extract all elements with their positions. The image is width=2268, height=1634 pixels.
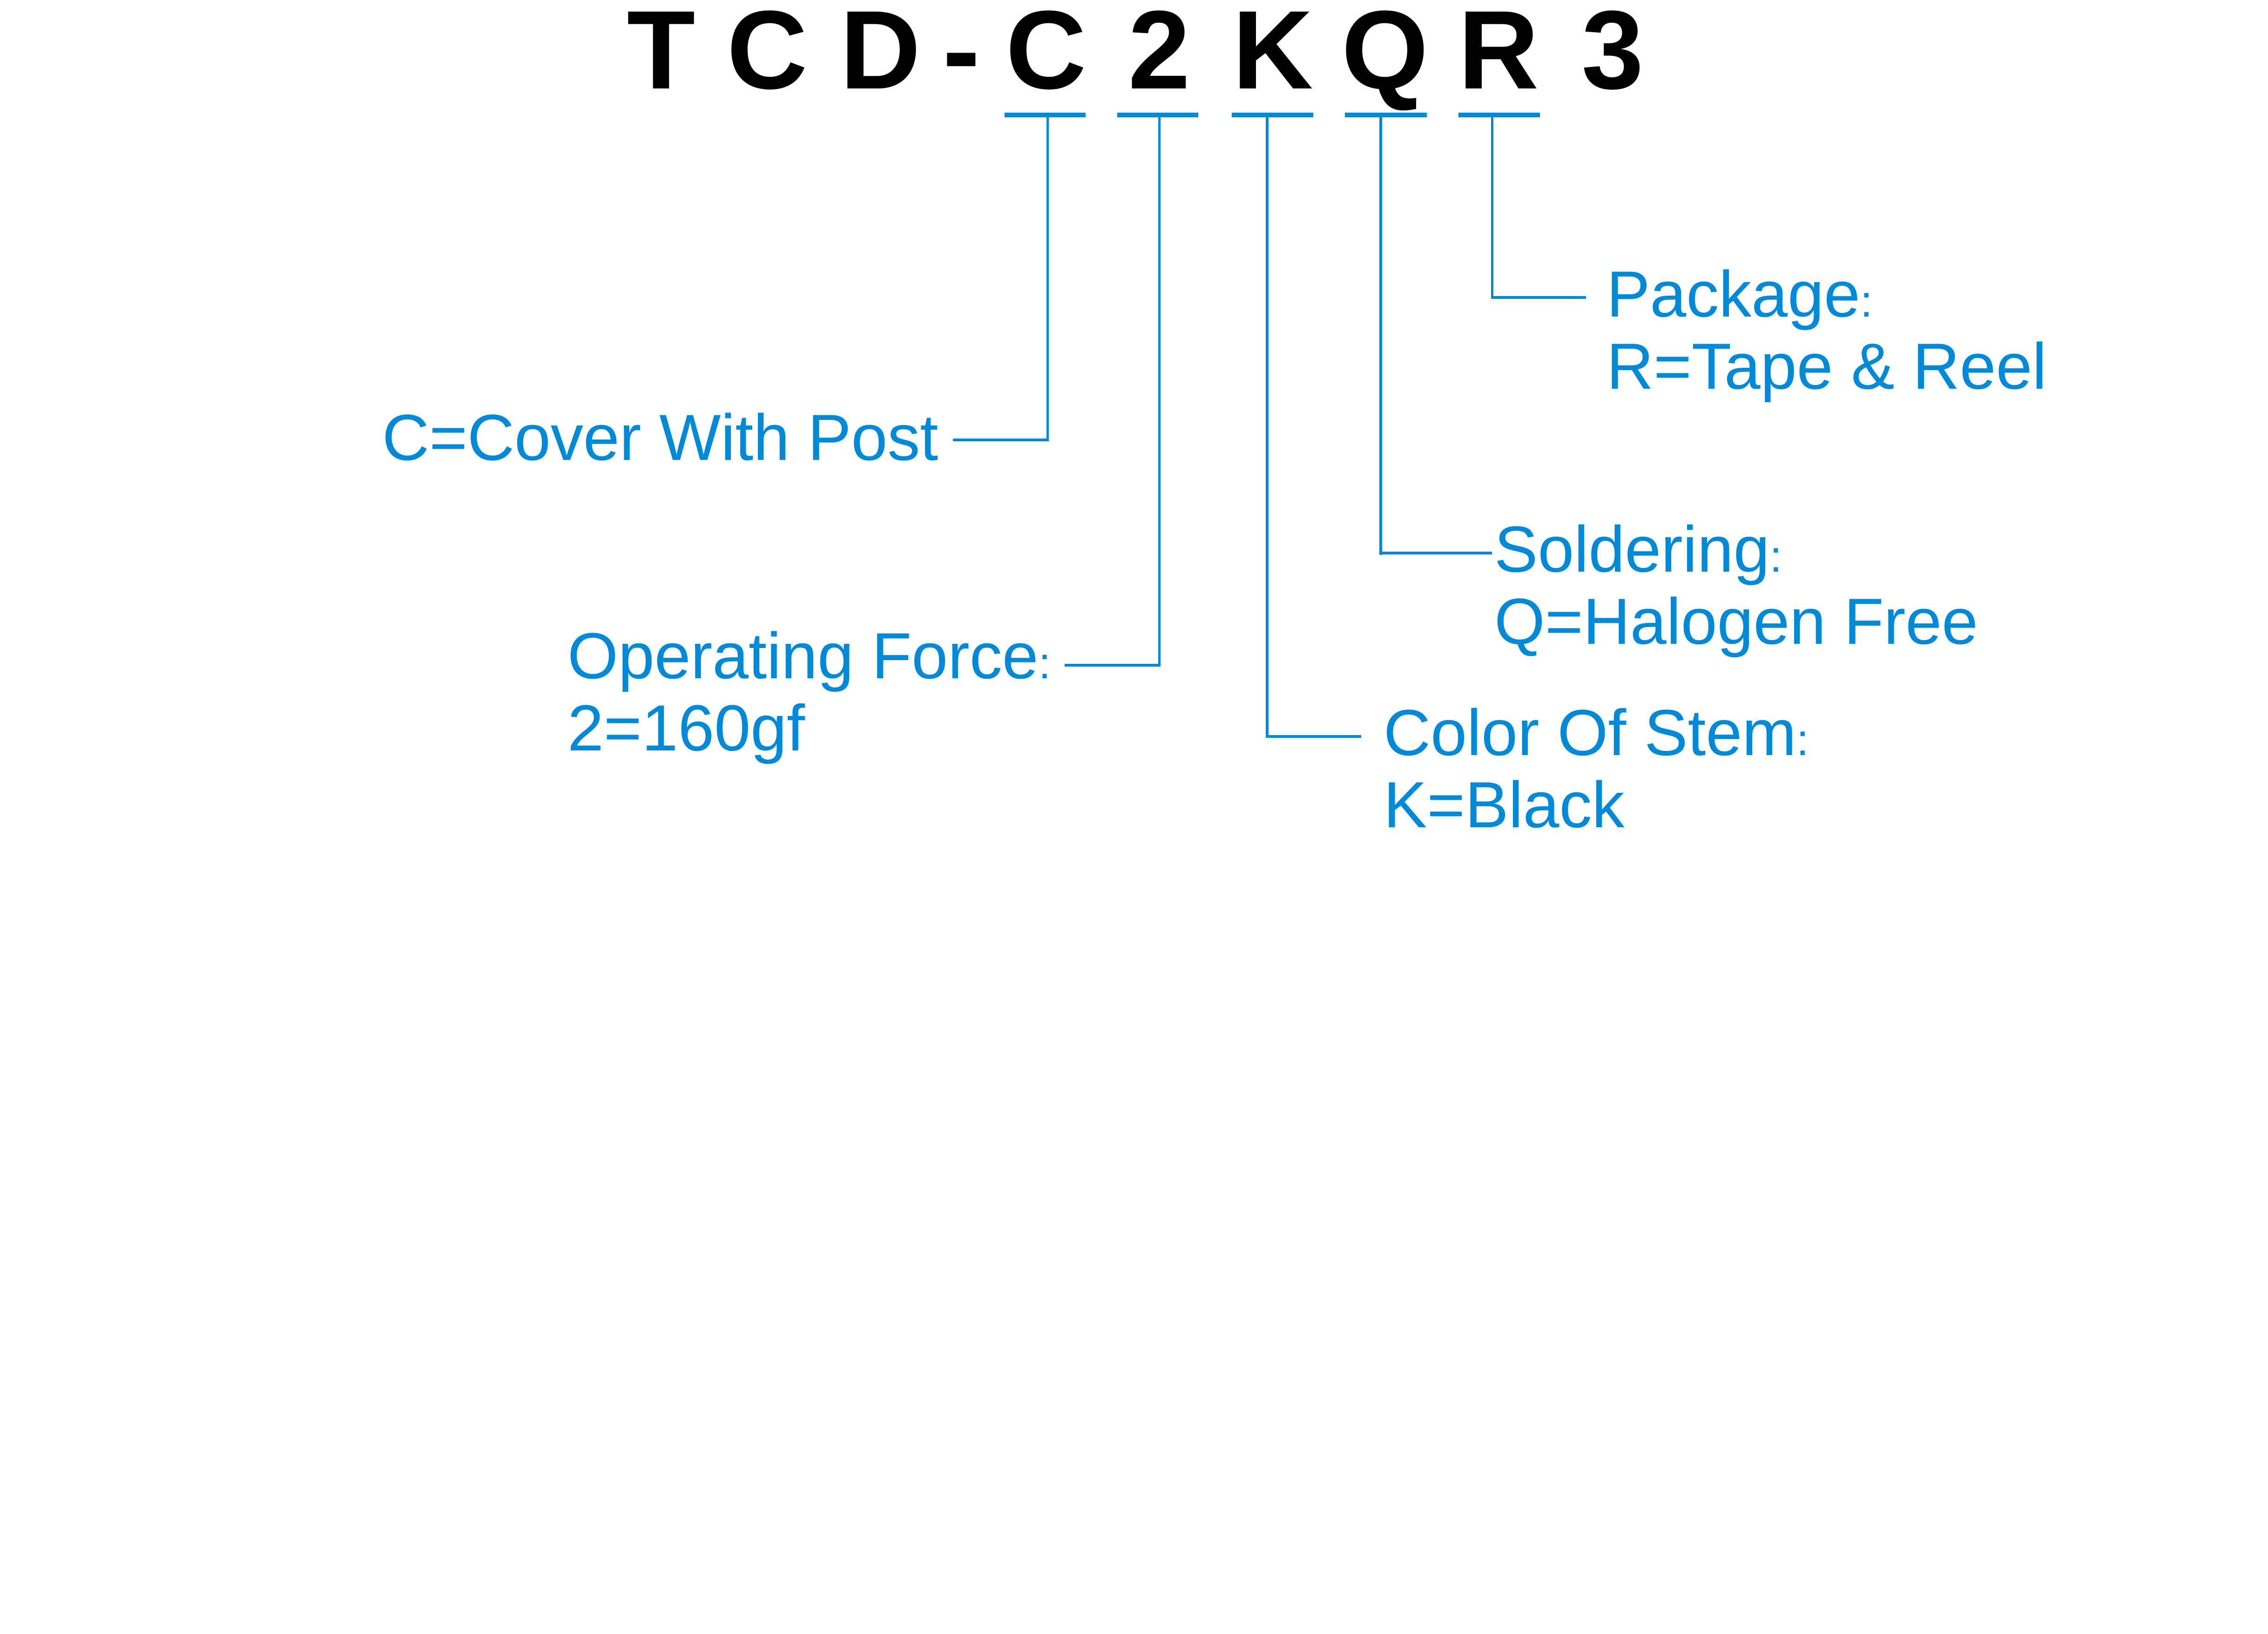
colon: : [1796, 715, 1809, 765]
label-stem-color-heading: Color Of Stem [1384, 696, 1796, 769]
label-operating-force-value: 2=160gf [567, 691, 805, 764]
label-soldering-value: Q=Halogen Free [1494, 585, 1978, 658]
connector-stem-color-horizontal [1266, 735, 1361, 738]
underline-force [1117, 113, 1198, 117]
underline-cover [1005, 113, 1086, 117]
label-operating-force-heading: Operating Force [567, 619, 1039, 692]
label-stem-color-value: K=Black [1384, 768, 1625, 841]
label-cover: C=Cover With Post [382, 401, 938, 473]
connector-stem-color-vertical [1266, 116, 1269, 738]
underline-soldering [1345, 113, 1427, 117]
colon: : [1769, 532, 1782, 581]
underline-package [1458, 113, 1540, 117]
connector-package-horizontal [1491, 296, 1586, 299]
connector-force-vertical [1158, 116, 1161, 667]
connector-force-horizontal [1065, 664, 1161, 667]
connector-package-vertical [1491, 116, 1493, 299]
label-cover-value: C=Cover With Post [382, 401, 938, 474]
label-soldering: Soldering: Q=Halogen Free [1494, 513, 1978, 657]
part-char-T: T [627, 0, 695, 112]
part-char-hyphen: - [943, 0, 980, 112]
part-char-package: R [1458, 0, 1539, 112]
part-char-C-series: C [727, 0, 808, 112]
part-char-stem-color: K [1232, 0, 1313, 112]
connector-soldering-vertical [1379, 116, 1382, 555]
part-char-soldering: Q [1341, 0, 1429, 112]
part-char-cover: C [1006, 0, 1087, 112]
label-package-value: R=Tape & Reel [1606, 330, 2047, 403]
connector-cover-vertical [1046, 116, 1049, 441]
colon: : [1860, 277, 1873, 326]
label-soldering-heading: Soldering [1494, 513, 1770, 586]
label-package-heading: Package [1606, 257, 1860, 331]
part-char-D: D [840, 0, 921, 112]
part-char-force: 2 [1128, 0, 1190, 112]
label-operating-force: Operating Force: 2=160gf [567, 620, 1051, 764]
connector-cover-horizontal [953, 439, 1049, 441]
colon: : [1038, 638, 1051, 688]
label-stem-color: Color Of Stem: K=Black [1384, 696, 1809, 841]
connector-soldering-horizontal [1379, 552, 1492, 554]
label-package: Package: R=Tape & Reel [1606, 258, 2047, 402]
part-char-3: 3 [1581, 0, 1644, 112]
underline-stem-color [1232, 113, 1313, 117]
